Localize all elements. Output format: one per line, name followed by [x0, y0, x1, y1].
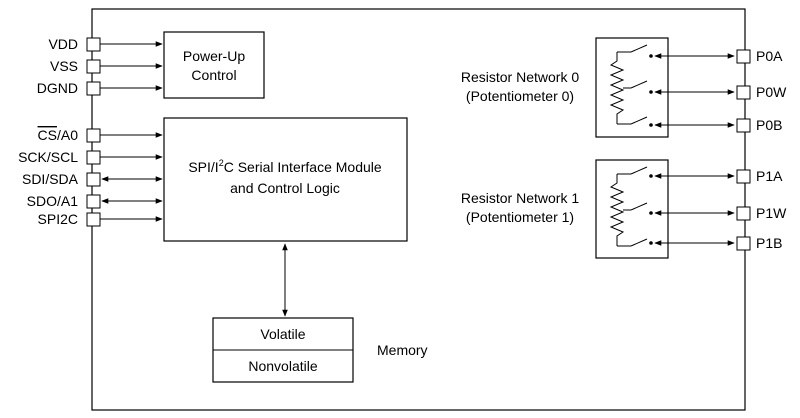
network-1-resistor — [609, 174, 625, 246]
pin-label-sdi-sda: SDI/SDA — [22, 171, 79, 187]
network-0-resistor — [609, 52, 625, 124]
sif-text-sup: 2 — [219, 158, 224, 168]
pin-pad-p0b — [736, 118, 751, 133]
pin-pad-vdd — [86, 37, 101, 52]
serial-interface-label-line2: and Control Logic — [230, 180, 340, 196]
pin-pad-cs-a0 — [86, 128, 101, 143]
sif-text-b: C Serial Interface Module — [224, 159, 382, 175]
power-up-label-line2: Control — [191, 67, 236, 83]
network-1-contact-a — [649, 174, 653, 178]
network-1-switch-w — [630, 202, 648, 211]
pin-pad-p1w — [736, 206, 751, 221]
pin-label-vdd: VDD — [48, 36, 78, 52]
pin-pad-dgnd — [86, 81, 101, 96]
memory-volatile-label: Volatile — [260, 326, 305, 342]
pin-label-spi2c: SPI2C — [38, 211, 78, 227]
pin-label-p1b: P1B — [756, 235, 782, 251]
network-1-switch-b — [630, 238, 648, 247]
pin-pad-p0a — [736, 49, 751, 64]
pin-pad-sck-scl — [86, 150, 101, 165]
pin-pad-sdo-a1 — [86, 194, 101, 209]
power-up-control-block — [163, 31, 265, 99]
serial-interface-block — [163, 117, 408, 242]
network-0-switch-a — [630, 44, 648, 53]
serial-interface-label-line1: SPI/I2C Serial Interface Module — [188, 158, 382, 175]
resistor-network-0: Resistor Network 0 (Potentiometer 0) P0A… — [461, 37, 787, 138]
cs-overbar-text: CS — [38, 127, 57, 143]
pin-label-sdo-a1: SDO/A1 — [27, 193, 79, 209]
network-1-contact-b — [649, 241, 653, 245]
network-1-contact-w — [649, 211, 653, 215]
sif-text-a: SPI/I — [188, 159, 218, 175]
network-0-switch-w — [630, 80, 648, 89]
network-0-switch-b — [630, 116, 648, 125]
power-up-label-line1: Power-Up — [183, 48, 245, 64]
pin-label-p1w: P1W — [756, 205, 787, 221]
pin-label-p0a: P0A — [756, 48, 783, 64]
power-pins: VDD VSS DGND — [37, 36, 163, 96]
pin-pad-vss — [86, 59, 101, 74]
resistor-network-1: Resistor Network 1 (Potentiometer 1) P1A… — [461, 159, 787, 259]
pin-pad-p1b — [736, 236, 751, 251]
network-1-switch-a — [630, 166, 648, 175]
network-1-title: Resistor Network 1 — [461, 190, 579, 206]
memory-label: Memory — [377, 342, 428, 358]
pin-label-sck-scl: SCK/SCL — [18, 149, 78, 165]
network-1-subtitle: (Potentiometer 1) — [466, 209, 574, 225]
pin-pad-p1a — [736, 169, 751, 184]
network-0-contact-a — [649, 54, 653, 58]
network-0-subtitle: (Potentiometer 0) — [466, 88, 574, 104]
pin-label-vss: VSS — [50, 58, 78, 74]
network-0-contact-w — [649, 90, 653, 94]
cs-rest-text: /A0 — [57, 127, 78, 143]
interface-pins: CS/A0 SCK/SCL SDI/SDA SDO/A1 SPI2C — [18, 127, 163, 227]
pin-label-dgnd: DGND — [37, 80, 78, 96]
network-0-contact-b — [649, 123, 653, 127]
network-0-title: Resistor Network 0 — [461, 69, 579, 85]
pin-label-p0b: P0B — [756, 117, 782, 133]
pin-pad-spi2c — [86, 212, 101, 227]
pin-label-p1a: P1A — [756, 168, 783, 184]
pin-pad-p0w — [736, 85, 751, 100]
pin-label-cs-a0: CS/A0 — [38, 127, 79, 143]
pin-label-p0w: P0W — [756, 84, 787, 100]
memory-nonvolatile-label: Nonvolatile — [248, 358, 317, 374]
pin-pad-sdi-sda — [86, 172, 101, 187]
